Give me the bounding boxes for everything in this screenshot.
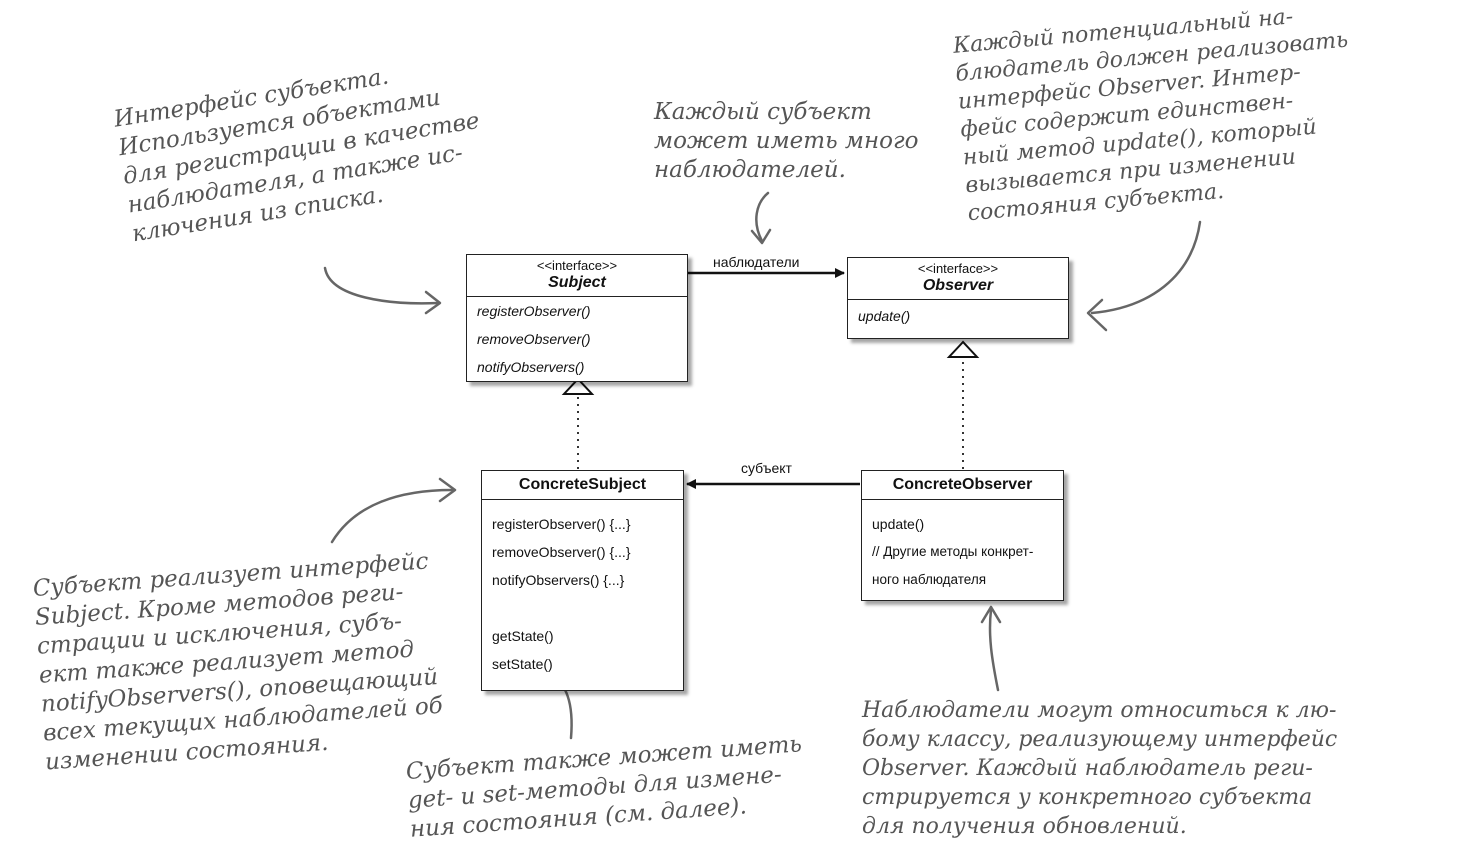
subject-interface-box: <<interface>> Subject registerObserver()… [466, 254, 688, 382]
concrete-observer-comment: // Другие методы конкрет- [872, 544, 1034, 559]
subject-class-name: Subject [548, 274, 606, 291]
observer-stereotype: <<interface>> [917, 261, 999, 276]
observers-relation-label: наблюдатели [713, 254, 800, 270]
observer-class-name: Observer [922, 277, 994, 294]
subject-relation-label: субъект [741, 460, 792, 476]
note-arrow-observer-interface [1090, 220, 1202, 315]
observer-interface-box: <<interface>> Observer update() [847, 257, 1069, 339]
concrete-subject-box: ConcreteSubject registerObserver() {...}… [481, 470, 684, 691]
note-arrow-concrete-subject [330, 488, 454, 544]
note-many-observers: Каждый субъект может иметь много наблюда… [654, 99, 919, 183]
subject-method: removeObserver() [477, 331, 591, 347]
note-arrow-concrete-observer-head [980, 605, 1002, 624]
concrete-subject-method: notifyObservers() {...} [492, 572, 625, 588]
observer-header: <<interface>> Observer [848, 258, 1068, 300]
concrete-subject-method: registerObserver() {...} [492, 516, 631, 532]
note-observer-interface: Каждый потенциальный на- блюдатель долже… [952, 4, 1350, 227]
concrete-subject-method: removeObserver() {...} [492, 544, 631, 560]
note-arrow-concrete-subject-head [438, 477, 457, 503]
concrete-observer-header: ConcreteObserver [862, 471, 1063, 500]
concrete-observer-method: update() [872, 516, 925, 532]
concrete-subject-methods: registerObserver() {...} removeObserver(… [482, 500, 683, 690]
method-spacer [492, 594, 673, 622]
note-arrow-many-observers-head [750, 228, 772, 245]
subject-header: <<interface>> Subject [467, 255, 687, 297]
realization-triangle-observer [946, 340, 980, 358]
subject-methods: registerObserver() removeObserver() noti… [467, 297, 687, 381]
concrete-subject-class-name: ConcreteSubject [518, 476, 647, 493]
note-arrow-concrete-observer [988, 608, 1000, 692]
note-arrow-observer-interface-head [1086, 298, 1108, 332]
concrete-observer-methods: update() // Другие методы конкрет- ного … [862, 500, 1063, 600]
concrete-observer-class-name: ConcreteObserver [892, 476, 1033, 493]
note-concrete-observer: Наблюдатели могут относиться к лю- бому … [862, 698, 1338, 839]
note-arrow-subject-interface-head [424, 290, 442, 315]
concrete-subject-header: ConcreteSubject [482, 471, 683, 500]
realization-triangle-subject [561, 377, 595, 395]
subject-method: registerObserver() [477, 303, 591, 319]
subject-method: notifyObservers() [477, 359, 585, 375]
observer-methods: update() [848, 300, 1068, 338]
subject-stereotype: <<interface>> [536, 258, 618, 273]
concrete-subject-method: setState() [492, 656, 553, 672]
observer-method: update() [858, 308, 911, 324]
note-arrow-subject-interface [323, 266, 440, 305]
concrete-subject-method: getState() [492, 628, 554, 644]
concrete-observer-box: ConcreteObserver update() // Другие мето… [861, 470, 1064, 601]
concrete-observer-comment: ного наблюдателя [872, 572, 987, 587]
note-arrow-many-observers [755, 191, 770, 243]
note-concrete-subject: Субъект реализует интерфейс Subject. Кро… [32, 548, 444, 776]
